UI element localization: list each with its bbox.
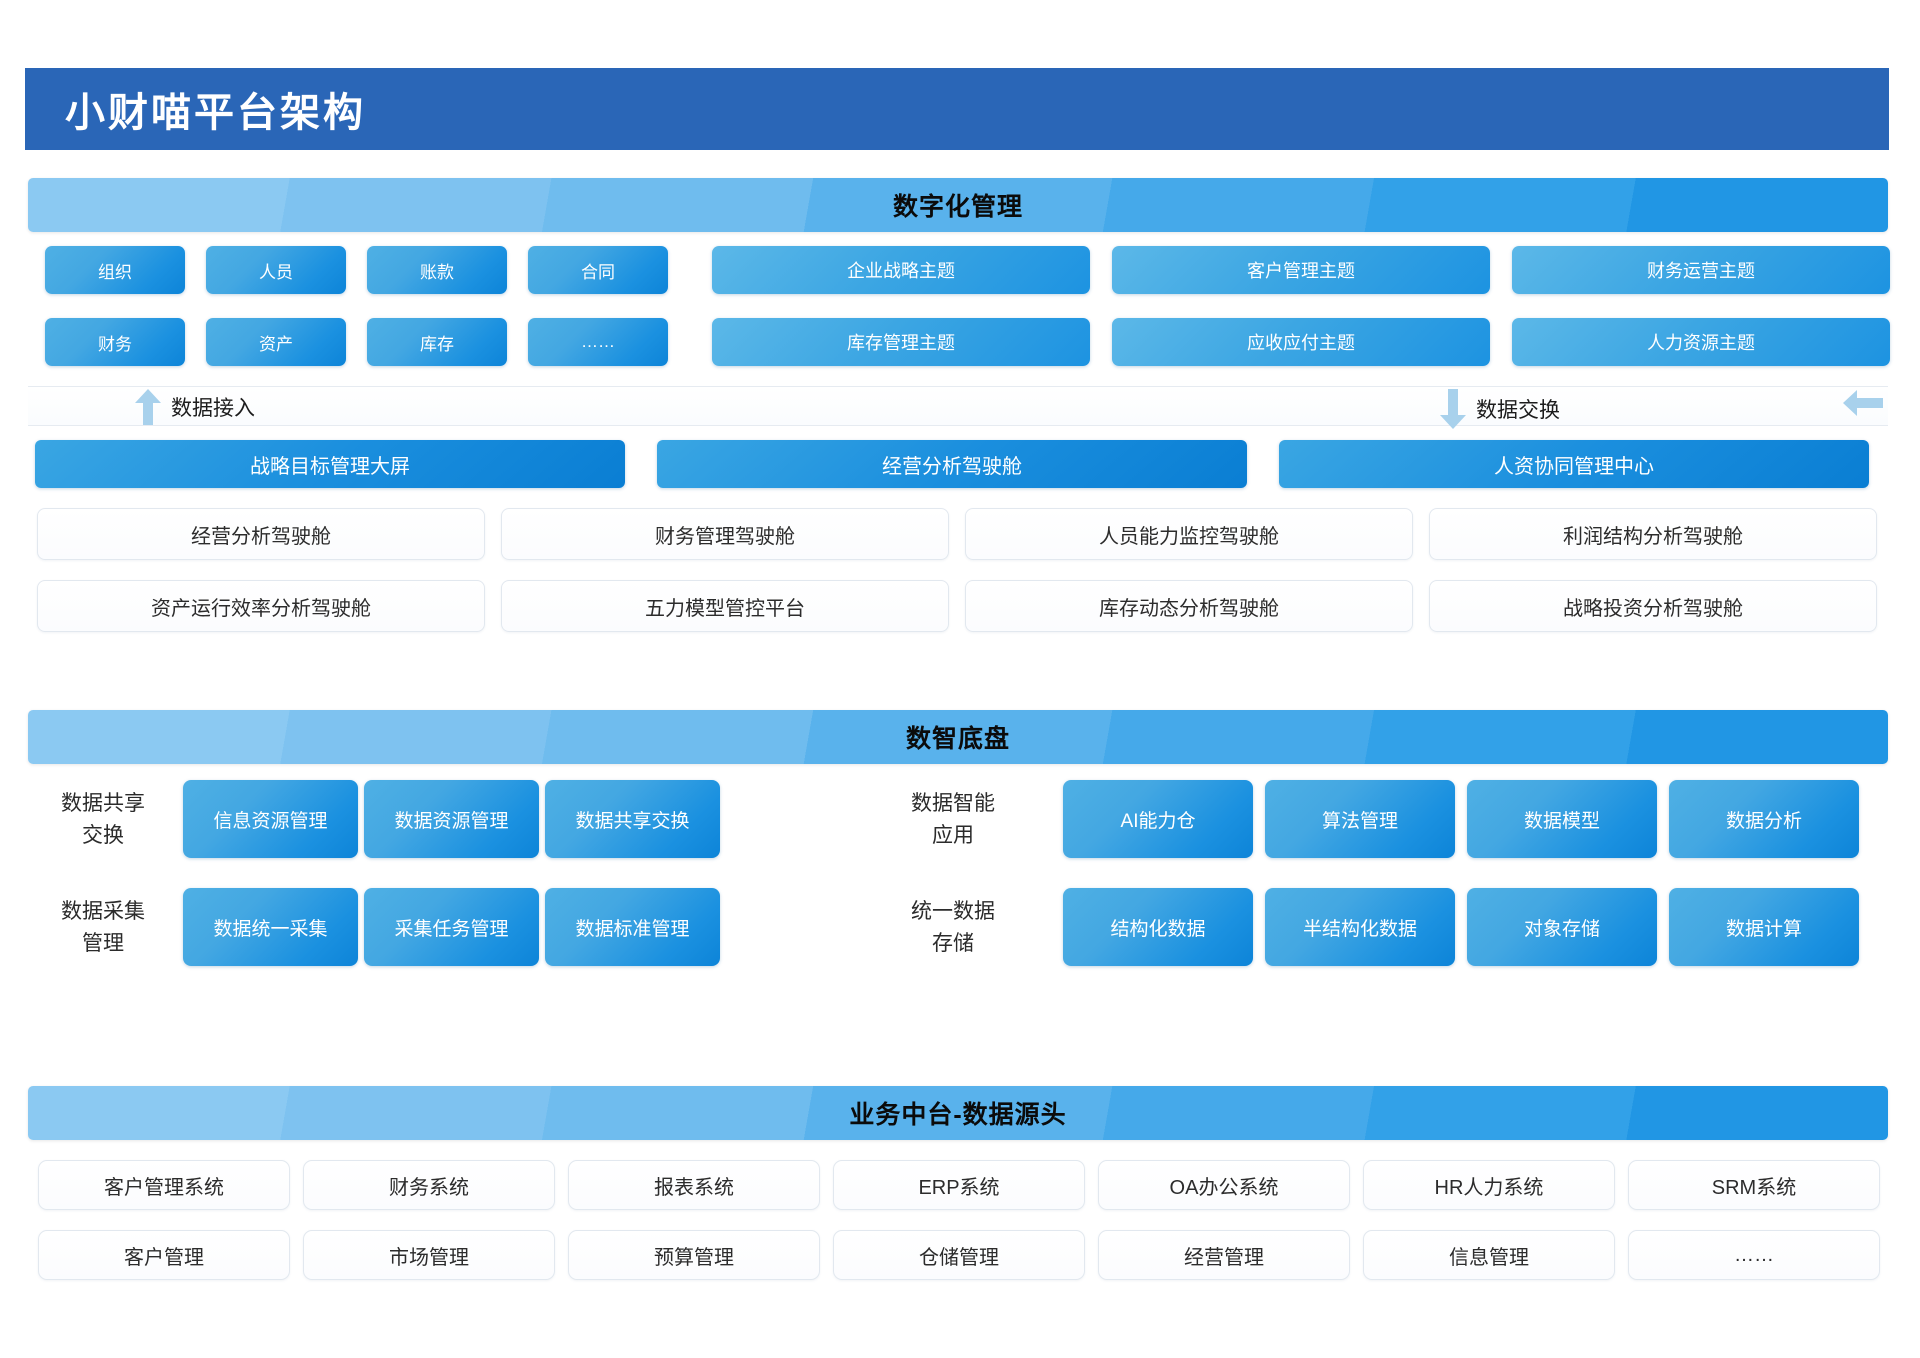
theme-card-0[interactable]: 企业战略主题 [712,246,1090,294]
page-title: 小财喵平台架构 [65,91,366,135]
business-system-row-1: 客户管理系统财务系统报表系统 ERP系统 OA办公系统 HR人力系统 SRM系统 [38,1160,1880,1210]
theme-card-5[interactable]: 人力资源主题 [1512,318,1890,366]
big-dashboard-1[interactable]: 经营分析驾驶舱 [657,440,1247,488]
section-title-data-chassis: 数智底盘 [905,725,1010,753]
entity-tag-row-2: 财务资产库存 …… [45,318,668,366]
chassis-item-r-AI能力仓[interactable]: AI能力仓 [1063,780,1253,858]
theme-card-4[interactable]: 应收应付主题 [1112,318,1490,366]
data-flow-exchange-label: 数据交换 [1476,399,1560,422]
arrow-left-icon [1843,390,1883,416]
business-system-7[interactable]: 客户管理 [38,1230,290,1280]
page-title-bar: 小财喵平台架构 [25,68,1889,150]
entity-tag-3[interactable]: 合同 [528,246,668,294]
dashboard-card-0[interactable]: 经营分析驾驶舱 [37,508,485,560]
group-label-data-store: 统一数据存储 [883,896,1023,960]
chassis-item-r-数据计算[interactable]: 数据计算 [1669,888,1859,966]
dashboard-card-6[interactable]: 库存动态分析驾驶舱 [965,580,1413,632]
big-dashboard-2[interactable]: 人资协同管理中心 [1279,440,1869,488]
big-dashboard-row: 战略目标管理大屏经营分析驾驶舱人资协同管理中心 [35,440,1869,488]
business-system-2[interactable]: 报表系统 [568,1160,820,1210]
big-dashboard-0[interactable]: 战略目标管理大屏 [35,440,625,488]
group-label-line-1: 数据共享 [61,792,145,815]
theme-card-2[interactable]: 财务运营主题 [1512,246,1890,294]
chassis-item-l-信息资源管理[interactable]: 信息资源管理 [183,780,358,858]
business-system-11[interactable]: 经营管理 [1098,1230,1350,1280]
theme-row-1: 企业战略主题客户管理主题财务运营主题 [712,246,1890,294]
section-title-business-mid: 业务中台-数据源头 [849,1101,1067,1129]
group-label-line-2: 管理 [82,932,124,955]
business-system-12[interactable]: 信息管理 [1363,1230,1615,1280]
entity-tag-row-1: 组织人员账款合同 [45,246,668,294]
business-system-6[interactable]: SRM系统 [1628,1160,1880,1210]
chassis-item-r-结构化数据[interactable]: 结构化数据 [1063,888,1253,966]
entity-tag-7[interactable]: …… [528,318,668,366]
dashboard-card-3[interactable]: 利润结构分析驾驶舱 [1429,508,1877,560]
chassis-item-l-数据统一采集[interactable]: 数据统一采集 [183,888,358,966]
business-system-0[interactable]: 客户管理系统 [38,1160,290,1210]
dashboard-card-row-2: 资产运行效率分析驾驶舱五力模型管控平台库存动态分析驾驶舱战略投资分析驾驶舱 [37,580,1877,632]
group-label-line-1: 数据智能 [911,792,995,815]
group-label-line-1: 统一数据 [911,900,995,923]
theme-row-2: 库存管理主题应收应付主题人力资源主题 [712,318,1890,366]
group-label-line-2: 交换 [82,824,124,847]
group-label-line-1: 数据采集 [61,900,145,923]
section-title-digital-management: 数字化管理 [892,193,1023,221]
dashboard-card-7[interactable]: 战略投资分析驾驶舱 [1429,580,1877,632]
group-label-line-2: 应用 [932,824,974,847]
data-flow-ingest-label: 数据接入 [171,397,255,420]
entity-tag-2[interactable]: 账款 [367,246,507,294]
group-label-data-share: 数据共享交换 [33,788,173,852]
chassis-item-l-采集任务管理[interactable]: 采集任务管理 [364,888,539,966]
entity-tag-6[interactable]: 库存 [367,318,507,366]
dashboard-card-5[interactable]: 五力模型管控平台 [501,580,949,632]
entity-tag-4[interactable]: 财务 [45,318,185,366]
data-flow-exchange: 数据交换 [1440,389,1560,429]
chassis-item-r-数据模型[interactable]: 数据模型 [1467,780,1657,858]
entity-tag-5[interactable]: 资产 [206,318,346,366]
business-system-13[interactable]: …… [1628,1230,1880,1280]
chassis-item-r-算法管理[interactable]: 算法管理 [1265,780,1455,858]
chassis-item-r-半结构化数据[interactable]: 半结构化数据 [1265,888,1455,966]
entity-tag-1[interactable]: 人员 [206,246,346,294]
business-system-3[interactable]: ERP系统 [833,1160,1085,1210]
entity-tag-0[interactable]: 组织 [45,246,185,294]
chassis-item-r-对象存储[interactable]: 对象存储 [1467,888,1657,966]
business-system-row-2: 客户管理市场管理预算管理仓储管理经营管理信息管理 …… [38,1230,1880,1280]
chassis-item-r-数据分析[interactable]: 数据分析 [1669,780,1859,858]
section-header-data-chassis: 数智底盘 [28,710,1888,764]
business-system-9[interactable]: 预算管理 [568,1230,820,1280]
section-header-digital-management: 数字化管理 [28,178,1888,232]
business-system-10[interactable]: 仓储管理 [833,1230,1085,1280]
business-system-4[interactable]: OA办公系统 [1098,1160,1350,1210]
dashboard-card-2[interactable]: 人员能力监控驾驶舱 [965,508,1413,560]
data-flow-ingest: 数据接入 [135,389,255,425]
business-system-8[interactable]: 市场管理 [303,1230,555,1280]
arrow-up-icon [135,389,161,425]
section-header-business-mid: 业务中台-数据源头 [28,1086,1888,1140]
business-system-1[interactable]: 财务系统 [303,1160,555,1210]
chassis-item-l-数据资源管理[interactable]: 数据资源管理 [364,780,539,858]
dashboard-card-row-1: 经营分析驾驶舱财务管理驾驶舱人员能力监控驾驶舱利润结构分析驾驶舱 [37,508,1877,560]
chassis-item-l-数据标准管理[interactable]: 数据标准管理 [545,888,720,966]
dashboard-card-4[interactable]: 资产运行效率分析驾驶舱 [37,580,485,632]
business-system-5[interactable]: HR人力系统 [1363,1160,1615,1210]
group-label-data-ai: 数据智能应用 [883,788,1023,852]
theme-card-3[interactable]: 库存管理主题 [712,318,1090,366]
dashboard-card-1[interactable]: 财务管理驾驶舱 [501,508,949,560]
arrow-down-icon [1440,389,1466,429]
data-flow-band [28,386,1888,426]
group-label-line-2: 存储 [932,932,974,955]
theme-card-1[interactable]: 客户管理主题 [1112,246,1490,294]
chassis-item-l-数据共享交换[interactable]: 数据共享交换 [545,780,720,858]
group-label-data-collect: 数据采集管理 [33,896,173,960]
